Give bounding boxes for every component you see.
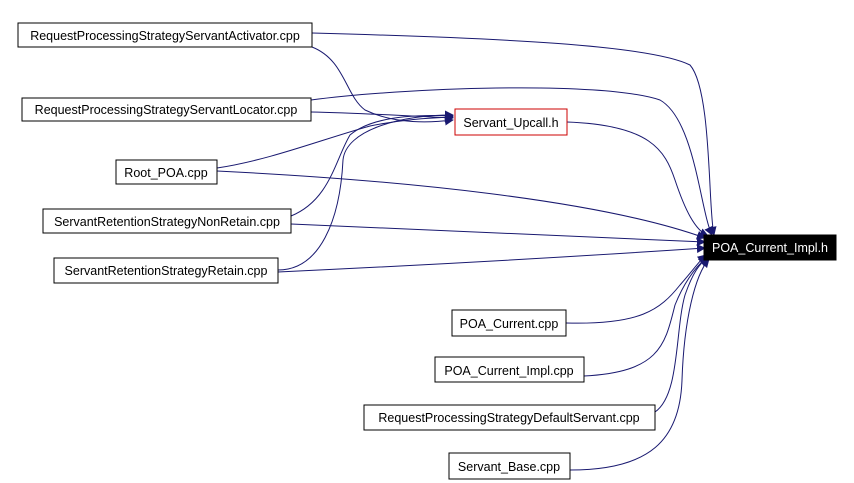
node-srsr-label: ServantRetentionStrategyRetain.cpp bbox=[65, 264, 268, 278]
node-rpssa-label: RequestProcessingStrategyServantActivato… bbox=[30, 29, 300, 43]
node-srsnr[interactable]: ServantRetentionStrategyNonRetain.cpp bbox=[42, 208, 292, 234]
node-srsnr-label: ServantRetentionStrategyNonRetain.cpp bbox=[54, 215, 280, 229]
node-target-label: POA_Current_Impl.h bbox=[712, 241, 828, 255]
edge-sbase-to-target bbox=[569, 258, 710, 471]
node-root-label: Root_POA.cpp bbox=[124, 166, 207, 180]
edge-srsr-to-upcall bbox=[277, 110, 454, 271]
node-poacur[interactable]: POA_Current.cpp bbox=[451, 309, 567, 337]
node-rpssl-label: RequestProcessingStrategyServantLocator.… bbox=[35, 103, 298, 117]
node-srsr[interactable]: ServantRetentionStrategyRetain.cpp bbox=[53, 257, 279, 284]
node-upcall-label: Servant_Upcall.h bbox=[463, 116, 558, 130]
edge-rpssa-to-target bbox=[311, 32, 717, 236]
edge-rpsds-to-target bbox=[654, 257, 709, 413]
edge-upcall-to-target bbox=[566, 121, 709, 237]
edge-srsnr-to-upcall bbox=[290, 111, 454, 217]
node-rpssa[interactable]: RequestProcessingStrategyServantActivato… bbox=[17, 22, 313, 48]
edge-rpssl-to-upcall bbox=[310, 111, 454, 123]
edge-root-to-target bbox=[216, 170, 706, 240]
node-rpsds-label: RequestProcessingStrategyDefaultServant.… bbox=[378, 411, 639, 425]
node-poacurimpl[interactable]: POA_Current_Impl.cpp bbox=[434, 356, 585, 383]
node-upcall[interactable]: Servant_Upcall.h bbox=[454, 108, 568, 136]
node-sbase-label: Servant_Base.cpp bbox=[458, 460, 560, 474]
node-rpssl[interactable]: RequestProcessingStrategyServantLocator.… bbox=[21, 97, 312, 122]
node-poacurimpl-label: POA_Current_Impl.cpp bbox=[444, 364, 573, 378]
node-poacur-label: POA_Current.cpp bbox=[460, 317, 559, 331]
node-root[interactable]: Root_POA.cpp bbox=[115, 159, 218, 185]
edge-srsr-to-target bbox=[277, 244, 706, 273]
edge-poacurimpl-to-target bbox=[583, 256, 708, 377]
edge-poacur-to-target bbox=[565, 254, 707, 324]
edge-root-to-upcall bbox=[216, 112, 454, 169]
edge-rpssa-to-upcall bbox=[311, 46, 454, 126]
node-sbase[interactable]: Servant_Base.cpp bbox=[448, 452, 571, 480]
node-target[interactable]: POA_Current_Impl.h bbox=[703, 234, 837, 261]
node-rpsds[interactable]: RequestProcessingStrategyDefaultServant.… bbox=[363, 404, 656, 431]
edge-rpssl-to-target bbox=[310, 87, 713, 236]
edge-srsnr-to-target bbox=[290, 223, 706, 247]
